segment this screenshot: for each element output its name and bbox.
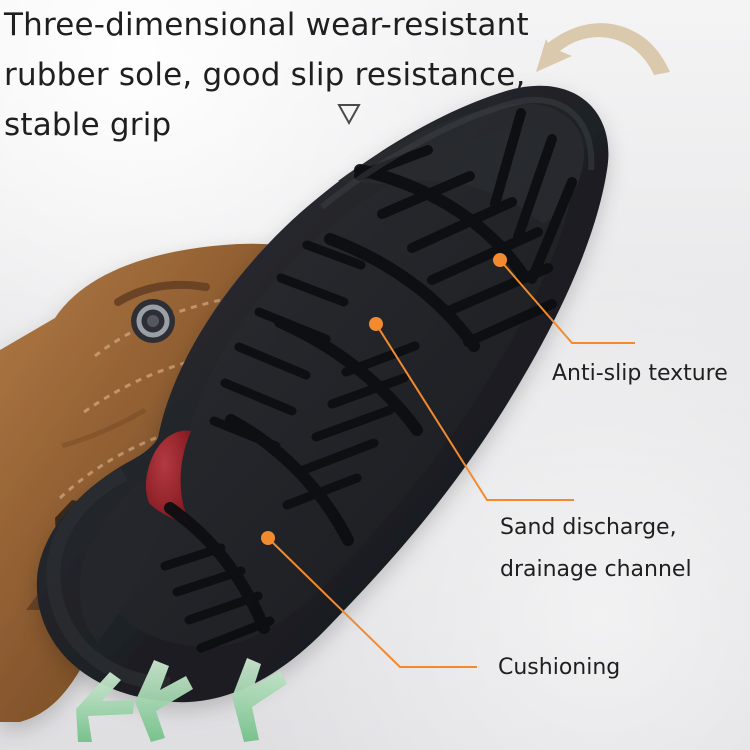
cushioning-label: Cushioning bbox=[498, 647, 620, 689]
cushioning-text: Cushioning bbox=[498, 655, 621, 680]
heel-pad bbox=[79, 506, 170, 642]
sand-discharge-label: Sand discharge, drainage channel bbox=[500, 507, 692, 591]
sand-discharge-line-1: Sand discharge, bbox=[500, 515, 677, 540]
anti-slip-text: Anti-slip texture bbox=[552, 361, 728, 386]
eyelet-center bbox=[147, 315, 159, 327]
forefoot-pad bbox=[338, 103, 585, 224]
toe-rim bbox=[320, 97, 595, 210]
headline-line-1: Three-dimensional wear-resistant bbox=[4, 7, 529, 43]
red-patch bbox=[145, 430, 192, 525]
headline-line-3: stable grip bbox=[4, 107, 172, 143]
sole-inner bbox=[95, 127, 574, 648]
headline-line-2: rubber sole, good slip resistance, bbox=[4, 57, 526, 93]
headline-text: Three-dimensional wear-resistant rubber … bbox=[4, 0, 564, 150]
anti-slip-label: Anti-slip texture bbox=[552, 353, 728, 395]
eyelet-ring bbox=[136, 304, 170, 338]
sand-discharge-line-2: drainage channel bbox=[500, 557, 692, 582]
lace bbox=[114, 280, 210, 306]
